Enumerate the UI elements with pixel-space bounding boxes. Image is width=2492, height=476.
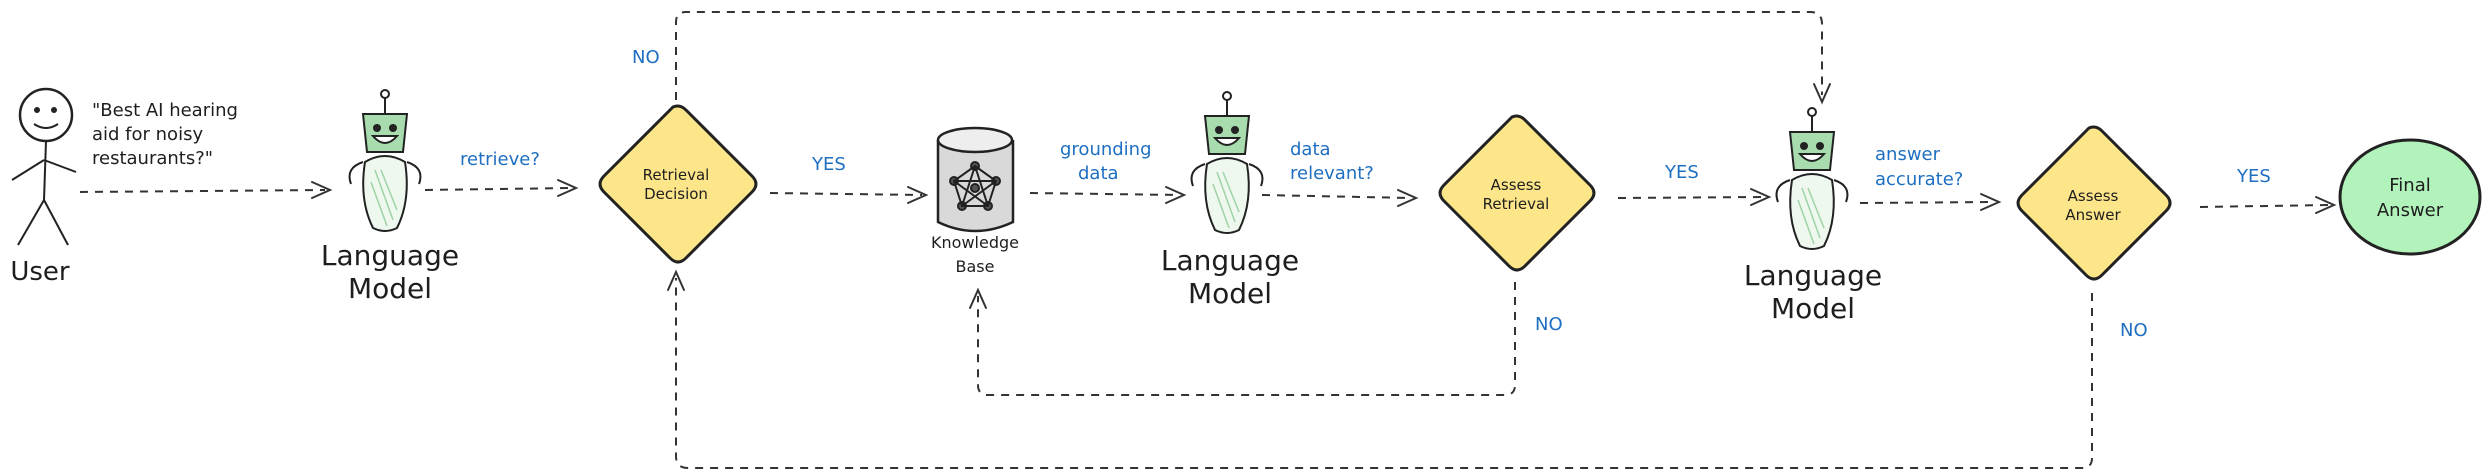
edge-no-answer-loop: [675, 278, 2093, 469]
user-label: User: [10, 257, 70, 287]
lm1-label-line-1: Language: [321, 239, 459, 272]
retrieval-decision-line-1: Retrieval: [643, 166, 710, 184]
edge-retrieval-to-kb: [769, 192, 923, 196]
edge-label-accurate-line-1: answer: [1875, 144, 1941, 165]
lm3-label-line-1: Language: [1744, 259, 1882, 292]
arrowhead-icon: [667, 269, 685, 291]
lm3-label-line-2: Model: [1771, 292, 1855, 325]
user-query-line-3: restaurants?": [92, 148, 213, 169]
assess-answer-line-2: Answer: [2065, 206, 2121, 224]
final-answer-line-1: Final: [2389, 175, 2430, 196]
final-answer-line-2: Answer: [2377, 200, 2444, 221]
edge-label-relevant-line-1: data: [1290, 139, 1331, 160]
arrowhead-icon: [907, 186, 929, 204]
lm1-label-line-2: Model: [348, 272, 432, 305]
language-model-robot-icon: [348, 89, 422, 232]
lm2-label-line-1: Language: [1161, 244, 1299, 277]
retrieval-decision-line-2: Decision: [644, 185, 708, 203]
retrieval-decision-diamond: Retrieval Decision: [598, 104, 758, 264]
arrowhead-icon: [557, 179, 579, 197]
arrowhead-icon: [1750, 188, 1772, 206]
edge-label-yes-1: YES: [811, 154, 846, 175]
edge-label-no-top: NO: [632, 47, 660, 68]
arrowhead-icon: [1165, 186, 1187, 204]
arrowhead-icon: [2315, 196, 2337, 214]
assess-answer-diamond: Assess Answer: [2016, 125, 2172, 281]
user-stick-figure-icon: [11, 87, 77, 246]
language-model-robot-icon: [1775, 107, 1849, 250]
arrowhead-icon: [969, 287, 987, 309]
assess-retrieval-line-2: Retrieval: [1483, 195, 1550, 213]
edge-no-skip-retrieval: [675, 11, 1823, 100]
edge-label-retrieve: retrieve?: [460, 149, 540, 170]
edge-label-accurate-line-2: accurate?: [1875, 169, 1963, 190]
edge-label-no-answer: NO: [2120, 320, 2148, 341]
edge-assess-retrieval-to-lm3: [1617, 196, 1766, 199]
edge-label-grounding-line-1: grounding: [1060, 139, 1152, 160]
lm2-label-line-2: Model: [1188, 277, 1272, 310]
edge-no-retrieval-loop: [977, 282, 1516, 396]
assess-retrieval-diamond: Assess Retrieval: [1438, 114, 1596, 272]
edge-label-yes-3: YES: [2236, 166, 2271, 187]
edge-label-yes-2: YES: [1664, 162, 1699, 183]
knowledge-base-line-2: Base: [956, 257, 995, 276]
edge-lm3-to-assess-answer: [1859, 201, 1996, 204]
assess-retrieval-line-1: Assess: [1491, 176, 1542, 194]
knowledge-base-database-icon: [936, 126, 1015, 233]
assess-answer-line-1: Assess: [2068, 187, 2119, 205]
arrowhead-icon: [1813, 83, 1831, 105]
user-query-line-1: "Best AI hearing: [92, 100, 238, 121]
edge-label-no-retrieval: NO: [1535, 314, 1563, 335]
edge-kb-to-lm2: [1029, 192, 1181, 196]
edge-lm2-to-assess-retrieval: [1261, 194, 1413, 199]
final-answer-node: Final Answer: [2338, 138, 2482, 256]
edge-assess-answer-to-final: [2199, 204, 2331, 208]
edge-user-to-lm1: [79, 189, 326, 193]
language-model-robot-icon: [1190, 91, 1264, 234]
arrowhead-icon: [311, 181, 333, 199]
edge-lm1-to-retrieval: [424, 187, 573, 191]
arrowhead-icon: [1980, 193, 2002, 211]
edge-label-relevant-line-2: relevant?: [1290, 163, 1374, 184]
edge-label-grounding-line-2: data: [1078, 163, 1119, 184]
knowledge-base-line-1: Knowledge: [931, 233, 1019, 252]
arrowhead-icon: [1397, 189, 1419, 207]
user-query-line-2: aid for noisy: [92, 124, 203, 145]
